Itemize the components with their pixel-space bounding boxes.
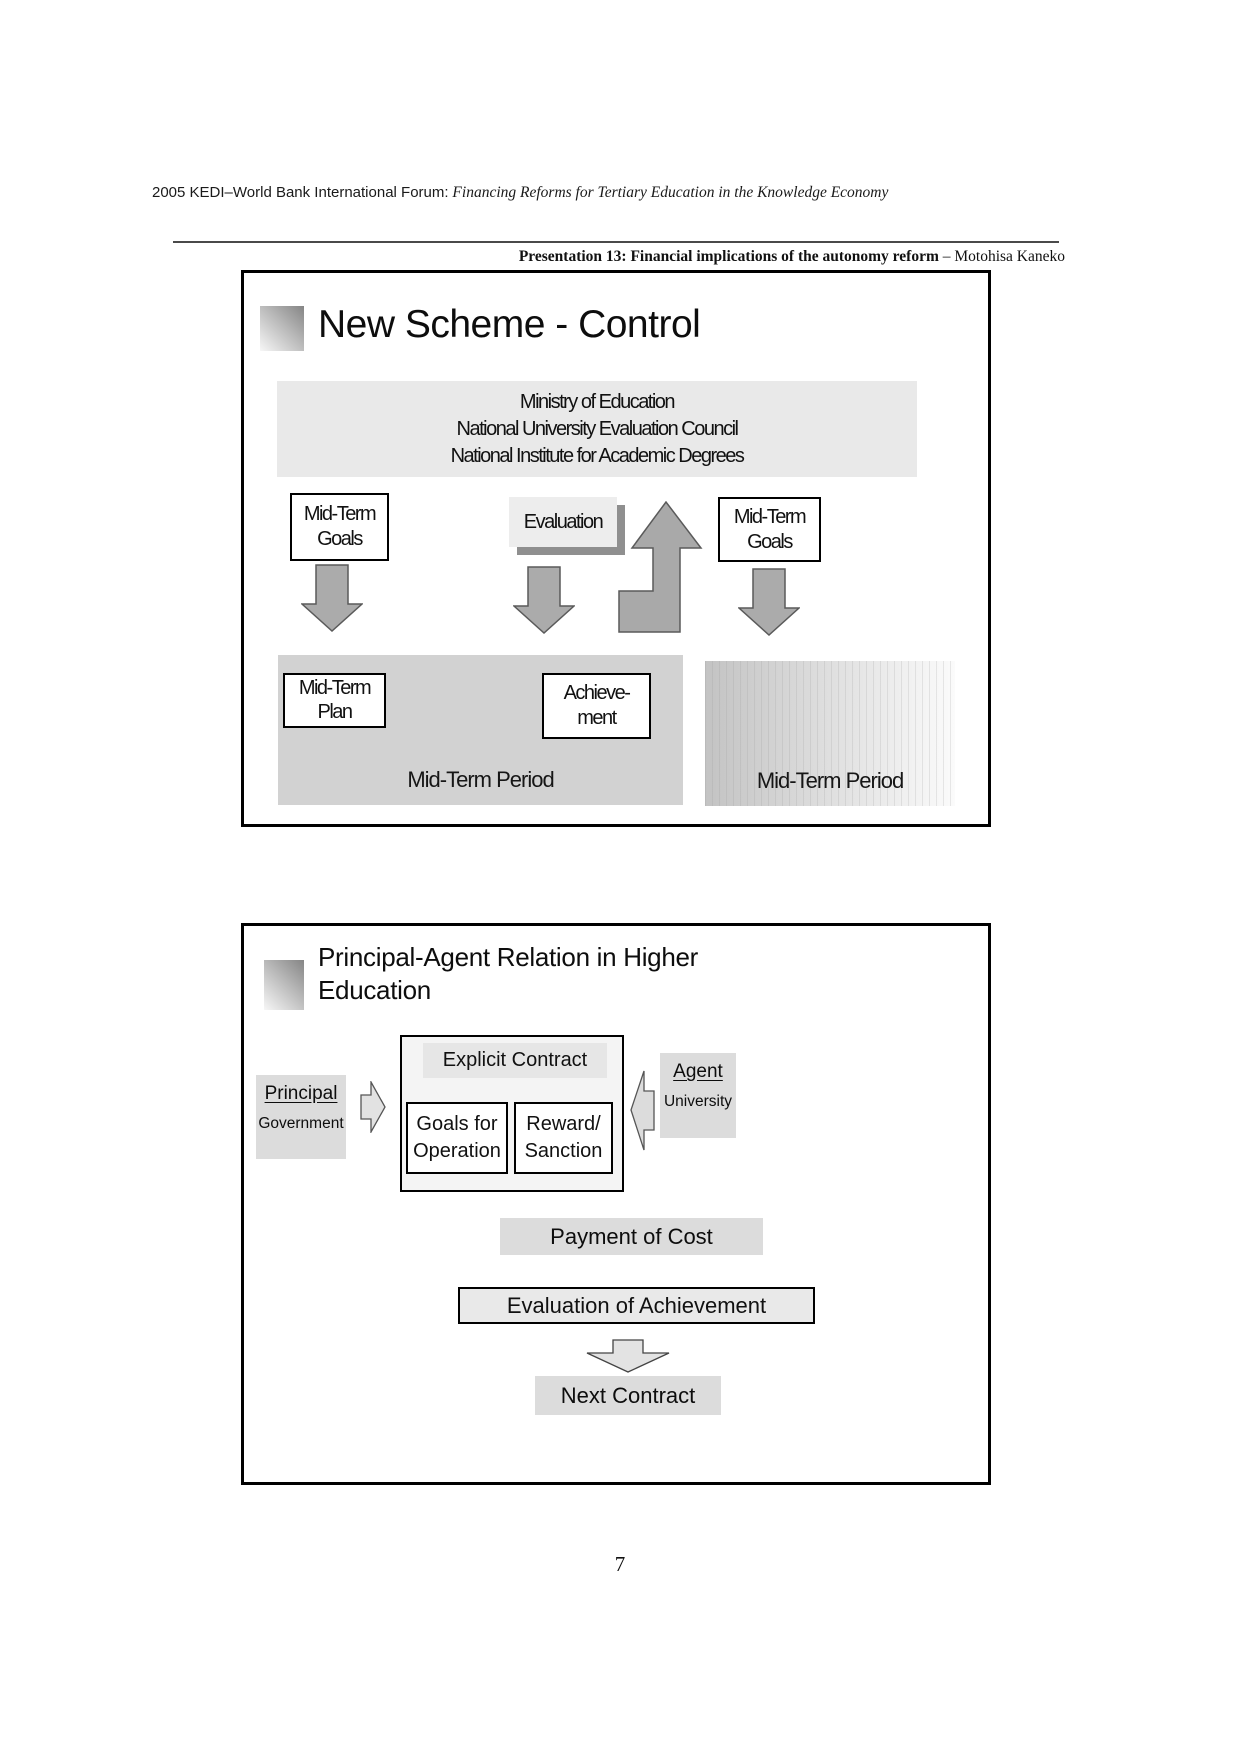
principal-box: Principal Government [256, 1075, 346, 1159]
forum-title: Financing Reforms for Tertiary Education… [448, 184, 889, 201]
mid-term-period-left-panel: Mid-Term Plan Achieve- ment Mid-Term Per… [278, 655, 683, 805]
ministry-line: Ministry of Education [519, 391, 676, 413]
evaluation-of-achievement-box: Evaluation of Achievement [458, 1287, 815, 1324]
title-bullet-icon [260, 306, 304, 351]
presentation-author: – Motohisa Kaneko [938, 248, 1065, 265]
achievement-box: Achieve- ment [542, 673, 651, 739]
slide2-title: Principal-Agent Relation in Higher Educa… [318, 941, 758, 1007]
payment-of-cost-band: Payment of Cost [500, 1218, 763, 1255]
slide1-title: New Scheme - Control [318, 303, 701, 346]
slide-principal-agent: Principal-Agent Relation in Higher Educa… [241, 923, 991, 1485]
bent-up-arrow-icon [618, 501, 703, 633]
university-label: University [663, 1093, 733, 1110]
agent-label: Agent [673, 1061, 723, 1082]
slide-new-scheme-control: New Scheme - Control Ministry of Educati… [241, 270, 991, 827]
forum-prefix: 2005 KEDI–World Bank International Forum… [152, 184, 449, 201]
goals-for-operation-box: Goals for Operation [406, 1102, 508, 1174]
explicit-contract-box: Explicit Contract Goals for Operation Re… [400, 1035, 624, 1192]
slide2-title-line1: Principal-Agent Relation in Higher [318, 942, 699, 972]
header-forum-line: 2005 KEDI–World Bank International Forum… [152, 184, 888, 202]
mid-term-period-right-panel: Mid-Term Period [705, 661, 955, 806]
right-arrow-icon [360, 1081, 386, 1133]
mid-term-plan-box: Mid-Term Plan [283, 673, 386, 728]
header-presentation-line: Presentation 13: Financial implications … [0, 248, 1065, 266]
principal-label: Principal [264, 1083, 338, 1104]
down-arrow-icon [738, 568, 800, 636]
mid-term-period-label: Mid-Term Period [756, 768, 904, 793]
down-arrow-icon [301, 564, 363, 632]
left-arrow-icon [630, 1070, 655, 1151]
presentation-label: Presentation 13: Financial implications … [518, 248, 939, 265]
down-arrow-icon [513, 566, 575, 634]
reward-sanction-box: Reward/ Sanction [514, 1102, 613, 1174]
evaluation-box: Evaluation [509, 497, 617, 547]
ministry-box: Ministry of Education National Universit… [277, 381, 917, 477]
next-contract-band: Next Contract [535, 1376, 721, 1415]
down-arrow-icon [586, 1339, 670, 1373]
title-bullet-icon [264, 960, 304, 1010]
page-number: 7 [614, 1552, 626, 1576]
mid-term-goals-left-box: Mid-Term Goals [290, 493, 389, 561]
government-label: Government [258, 1115, 344, 1132]
header-divider [173, 241, 1059, 243]
slide2-title-line2: Education [318, 975, 431, 1005]
ministry-line: National University Evaluation Council [456, 418, 739, 440]
ministry-line: National Institute for Academic Degrees [450, 445, 745, 467]
agent-box: Agent University [660, 1053, 736, 1138]
mid-term-goals-right-box: Mid-Term Goals [718, 497, 821, 562]
mid-term-period-label: Mid-Term Period [407, 767, 554, 792]
explicit-contract-label: Explicit Contract [423, 1043, 607, 1078]
